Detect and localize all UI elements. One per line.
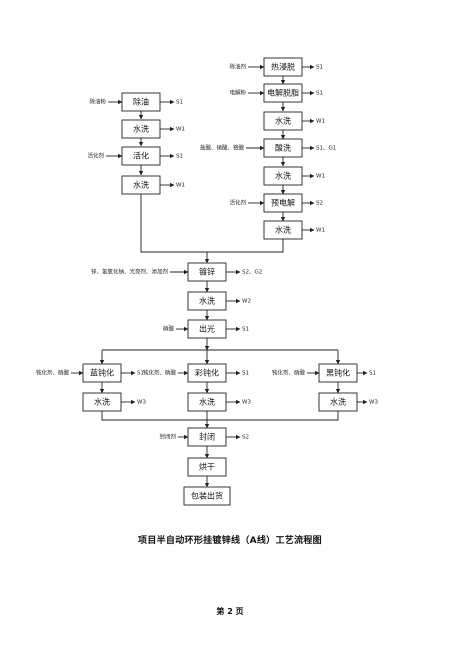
output-label-black-passivate: S1 — [369, 371, 376, 377]
step-wash-r1: 水洗 — [263, 111, 303, 131]
step-label: 包装出货 — [191, 491, 223, 501]
output-label-wash-b2: W3 — [242, 400, 251, 406]
output-label-wash-r2: W1 — [316, 174, 325, 180]
flow-connectors — [99, 76, 341, 488]
step-preplate: 预电解 — [263, 193, 303, 213]
step-label: 预电解 — [271, 198, 295, 208]
step-blue-passivate: 蓝钝化 — [82, 363, 122, 383]
step-pack: 包装出货 — [183, 486, 231, 506]
output-label-galvanize: S2、G2 — [242, 270, 262, 276]
output-label-wash-c1: W2 — [242, 299, 251, 305]
step-dry: 烘干 — [187, 457, 227, 477]
step-wash-b1: 水洗 — [82, 392, 122, 412]
step-label: 水洗 — [275, 171, 291, 181]
step-galvanize: 镀锌 — [187, 262, 227, 282]
output-label-color-passivate: S1 — [242, 371, 249, 377]
step-label: 热浸脱 — [271, 62, 295, 72]
output-label-wash-l2: W1 — [176, 183, 185, 189]
step-label: 烘干 — [199, 462, 215, 472]
step-brighten: 出光 — [187, 319, 227, 339]
input-label-color-passivate: 钝化剂、硝酸 — [143, 369, 177, 377]
step-hot-soak: 热浸脱 — [263, 57, 303, 77]
page-number: 第 2 页 — [216, 607, 244, 616]
step-label: 水洗 — [94, 397, 110, 407]
input-label-preplate: 活化剂 — [229, 199, 246, 207]
output-label-hot-soak: S1 — [316, 65, 323, 71]
output-label-pickle: S1、G1 — [316, 146, 336, 152]
output-arrows — [121, 64, 368, 440]
input-label-brighten: 硝酸 — [163, 325, 175, 333]
input-label-black-passivate: 钝化剂、硝酸 — [272, 369, 306, 377]
step-label: 封闭 — [199, 432, 215, 442]
output-label-seal: S2 — [242, 435, 249, 441]
step-wash-r3: 水洗 — [263, 220, 303, 240]
step-electro-degrease: 电解脱脂 — [263, 83, 303, 103]
step-label: 活化 — [133, 151, 149, 161]
input-label-pickle: 盐酸、硝酸、铬酸 — [200, 144, 245, 152]
step-label: 水洗 — [330, 397, 346, 407]
step-wash-l1: 水洗 — [121, 119, 161, 139]
step-color-passivate: 彩钝化 — [187, 363, 227, 383]
step-label: 镀锌 — [199, 267, 215, 277]
output-label-electro-degrease: S1 — [316, 91, 323, 97]
input-arrows — [71, 64, 320, 440]
step-wash-r2: 水洗 — [263, 166, 303, 186]
input-label-galvanize: 锌、氢氧化钠、光亮剂、添加剂 — [91, 268, 169, 276]
output-label-wash-b3: W3 — [369, 400, 378, 406]
step-label: 彩钝化 — [195, 368, 219, 378]
step-wash-l2: 水洗 — [121, 175, 161, 195]
output-label-preplate: S2 — [316, 201, 323, 207]
input-label-blue-passivate: 钝化剂、硝酸 — [36, 369, 70, 377]
step-activate: 活化 — [121, 146, 161, 166]
step-label: 水洗 — [275, 225, 291, 235]
step-label: 酸洗 — [275, 143, 291, 153]
step-label: 蓝钝化 — [90, 368, 114, 378]
input-label-seal: 封闭剂 — [159, 433, 176, 441]
step-label: 水洗 — [275, 116, 291, 126]
diagram-caption: 项目半自动环形挂镀锌线（A线）工艺流程图 — [138, 536, 322, 546]
step-wash-b3: 水洗 — [318, 392, 358, 412]
step-label: 水洗 — [133, 180, 149, 190]
step-label: 电解脱脂 — [267, 88, 299, 98]
step-seal: 封闭 — [187, 427, 227, 447]
output-label-wash-r3: W1 — [316, 228, 325, 234]
output-labels: S1 W1 S1 W1 S1 S1 W1 S1、G1 W1 S2 W1 S2、G… — [137, 65, 378, 441]
output-label-activate: S1 — [176, 154, 183, 160]
step-label: 水洗 — [199, 397, 215, 407]
input-label-degrease: 除油粉 — [89, 98, 106, 106]
step-label: 出光 — [199, 324, 215, 334]
output-label-wash-l1: W1 — [176, 127, 185, 133]
output-label-degrease: S1 — [176, 100, 183, 106]
step-black-passivate: 黑钝化 — [318, 363, 358, 383]
output-label-blue-passivate: S1 — [137, 371, 144, 377]
input-label-activate: 活化剂 — [87, 152, 104, 160]
step-wash-b2: 水洗 — [187, 392, 227, 412]
step-label: 除油 — [133, 97, 149, 107]
step-wash-c1: 水洗 — [187, 291, 227, 311]
output-label-wash-r1: W1 — [316, 119, 325, 125]
input-labels: 除油粉 活化剂 除油剂 电解粉 盐酸、硝酸、铬酸 活化剂 锌、氢氧化钠、光亮剂、… — [36, 63, 306, 441]
step-label: 水洗 — [199, 296, 215, 306]
step-label: 黑钝化 — [326, 368, 350, 378]
input-label-electro-degrease: 电解粉 — [229, 89, 246, 97]
input-label-hot-soak: 除油剂 — [229, 63, 246, 71]
step-label: 水洗 — [133, 124, 149, 134]
step-degrease: 除油 — [121, 92, 161, 112]
step-pickle: 酸洗 — [263, 138, 303, 158]
output-label-wash-b1: W3 — [137, 400, 146, 406]
output-label-brighten: S1 — [242, 327, 249, 333]
